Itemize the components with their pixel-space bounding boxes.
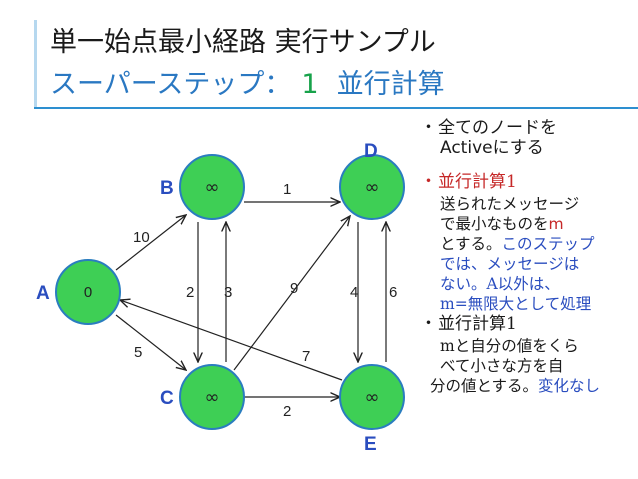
node-c: ∞: [179, 364, 245, 430]
title-accent-bar: [34, 20, 37, 108]
edge-c-d: [233, 216, 350, 371]
item3-line2: べて小さな方を自: [440, 357, 564, 375]
weight-c-b: 3: [224, 284, 232, 301]
node-d: ∞: [339, 154, 405, 220]
node-a-value: 0: [84, 284, 92, 301]
item1-line1: ・全てのノードを: [420, 118, 557, 138]
weight-c-e: 2: [283, 403, 291, 420]
node-a: 0: [55, 259, 121, 325]
explanation-panel: ・全てのノードを Activeにする ・並行計算1 送られたメッセージ で最小な…: [420, 118, 635, 396]
item2-line1: 送られたメッセージ: [440, 195, 580, 213]
item1-line2: Activeにする: [440, 138, 544, 158]
slide-subtitle: スーパーステップ： 1 並行計算: [50, 62, 445, 101]
subtitle-prefix: スーパーステップ：: [50, 69, 292, 100]
node-c-label: C: [160, 388, 174, 409]
node-d-label: D: [364, 141, 378, 162]
weight-b-c: 2: [186, 284, 194, 301]
slide-title: 単一始点最小経路 実行サンプル: [50, 27, 436, 58]
edge-e-a: [120, 300, 343, 381]
item3-line1: mと自分の値をくら: [440, 337, 579, 355]
edge-a-b: [115, 215, 186, 271]
weight-c-d: 9: [290, 280, 298, 297]
item2-line3: とする。このステップ: [440, 235, 595, 253]
node-e-value: ∞: [365, 387, 380, 408]
weight-e-d: 6: [389, 284, 397, 301]
weight-b-d: 1: [283, 181, 291, 198]
subtitle-suffix: 並行計算: [336, 69, 445, 100]
node-b-value: ∞: [205, 177, 220, 198]
node-d-value: ∞: [365, 177, 380, 198]
title-divider: [34, 107, 638, 109]
node-a-label: A: [36, 283, 50, 304]
weight-e-a: 7: [302, 348, 310, 365]
node-b-label: B: [160, 178, 174, 199]
item2-heading: ・並行計算1: [420, 172, 517, 192]
node-c-value: ∞: [205, 387, 220, 408]
item2-line5: ない。A以外は、: [440, 275, 560, 293]
weight-a-b: 10: [133, 229, 150, 246]
item3-line3: 分の値とする。変化なし: [430, 377, 601, 395]
node-b: ∞: [179, 154, 245, 220]
edge-a-c: [115, 314, 186, 370]
superstep-number: 1: [301, 69, 319, 100]
weight-d-e: 4: [350, 284, 358, 301]
weight-a-c: 5: [134, 344, 142, 361]
item2-line4: では、メッセージは: [440, 255, 580, 273]
node-e: ∞: [339, 364, 405, 430]
node-e-label: E: [364, 434, 377, 455]
item3-heading: ・並行計算1: [420, 314, 517, 334]
item2-line6: m=無限大として処理: [440, 295, 592, 313]
item2-line2: で最小なものをm: [440, 215, 564, 233]
